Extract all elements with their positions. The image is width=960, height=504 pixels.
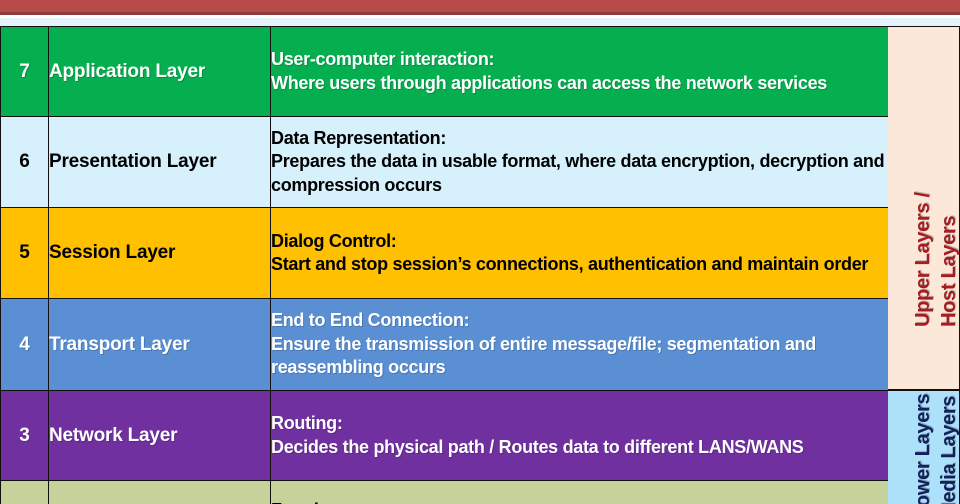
description-body: Where users through applications can acc…	[271, 72, 828, 93]
table-row[interactable]: 6 Presentation Layer Data Representation…	[0, 116, 889, 208]
description-heading: Dialog Control:	[271, 230, 397, 251]
layer-description: Dialog Control: Start and stop session’s…	[270, 207, 889, 299]
description-heading: End to End Connection:	[271, 310, 470, 331]
layer-number: 7	[0, 26, 49, 117]
layer-number: 4	[0, 298, 49, 391]
description-body: Decides the physical path / Routes data …	[271, 436, 804, 457]
layer-name: Transport Layer	[48, 298, 271, 391]
layer-name: Network Layer	[48, 390, 271, 481]
table-row[interactable]: 3 Network Layer Routing: Decides the phy…	[0, 390, 889, 481]
upper-layers-label-line2: Host Layers	[938, 215, 960, 327]
table-row[interactable]: 4 Transport Layer End to End Connection:…	[0, 298, 889, 391]
layer-name: Application Layer	[48, 26, 271, 117]
top-gap-strip	[0, 18, 960, 26]
lower-layers-group: Lower Layers / Media Layers	[888, 390, 960, 504]
description-body: Ensure the transmission of entire messag…	[271, 333, 816, 378]
description-heading: User-computer interaction:	[271, 49, 495, 70]
lower-layers-label-line1: Lower Layers /	[912, 390, 934, 504]
table-row[interactable]: 5 Session Layer Dialog Control: Start an…	[0, 207, 889, 299]
layer-number: 6	[0, 116, 49, 208]
table-row[interactable]: 7 Application Layer User-computer intera…	[0, 26, 889, 117]
description-heading: Routing:	[271, 413, 343, 434]
description-body: Prepares the data in usable format, wher…	[271, 151, 885, 195]
top-accent-bar	[0, 0, 960, 15]
layer-description: Framing:	[270, 480, 889, 504]
description-heading: Data Representation:	[271, 127, 447, 148]
layer-number: 5	[0, 207, 49, 299]
lower-layers-label-line2: Media Layers	[938, 395, 960, 504]
layer-description: User-computer interaction: Where users t…	[270, 26, 889, 117]
layer-name: Presentation Layer	[48, 116, 271, 208]
description-body: Start and stop session’s connections, au…	[271, 254, 869, 274]
layer-number: 3	[0, 390, 49, 481]
upper-layers-label-line1: Upper Layers /	[912, 192, 934, 327]
layer-grouping-sidebar: Upper Layers / Host Layers Lower Layers …	[888, 26, 960, 504]
upper-layers-group: Upper Layers / Host Layers	[888, 26, 960, 390]
table-row[interactable]: Framing:	[0, 480, 889, 504]
layer-name: Session Layer	[48, 207, 271, 299]
layer-description: Routing: Decides the physical path / Rou…	[270, 390, 889, 481]
layer-name	[48, 480, 271, 504]
layer-number	[0, 480, 49, 504]
osi-layers-table: 7 Application Layer User-computer intera…	[0, 26, 889, 504]
layer-description: End to End Connection: Ensure the transm…	[270, 298, 889, 391]
description-heading: Framing:	[271, 499, 888, 504]
layer-description: Data Representation: Prepares the data i…	[270, 116, 889, 208]
